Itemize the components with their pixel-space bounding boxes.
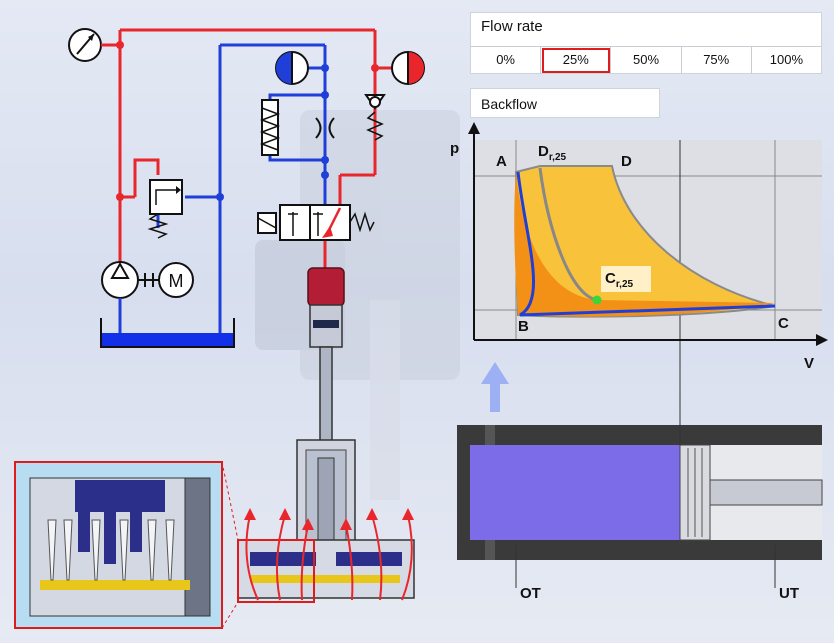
point-cr-label: Cr,25 [605, 270, 634, 290]
actuator-piston [307, 267, 345, 453]
injector-body [237, 439, 415, 603]
zoom-projection-lines [221, 461, 239, 629]
flow-rate-title: Flow rate [481, 18, 543, 35]
flow-option-25[interactable]: 25% [541, 47, 612, 74]
throttle-icon [315, 117, 335, 139]
airflow-arrows [245, 514, 413, 601]
low-pressure-accumulator-icon [275, 51, 309, 85]
pv-return-curve [516, 171, 776, 317]
directional-valve-icon [257, 204, 375, 241]
flow-rate-panel: Flow rate 0% 25% 50% 75% 100% [470, 12, 822, 74]
filter-element-icon [259, 99, 281, 156]
return-junctions [216, 64, 329, 201]
pressure-relief-valve-icon [147, 179, 183, 239]
ot-label: OT [520, 585, 541, 602]
cylinder: OT UT [457, 425, 823, 602]
pv-diagram: p V A B C D Dr,25 Cr,25 [450, 122, 828, 445]
cr-marker [592, 295, 602, 305]
point-a-label: A [496, 153, 507, 170]
background-machine [255, 110, 460, 500]
airflow-arrowheads [244, 508, 414, 530]
flow-option-100[interactable]: 100% [769, 52, 804, 67]
point-d-label: D [621, 153, 632, 170]
motor-letter: M [169, 271, 184, 291]
point-b-label: B [518, 318, 529, 335]
flow-option-50[interactable]: 50% [611, 47, 682, 74]
pv-reduced-cycle [514, 172, 775, 317]
zoom-source-frame [237, 539, 315, 603]
electric-motor-icon: M [158, 262, 194, 298]
flow-option-0[interactable]: 0% [471, 47, 542, 74]
pressure-gauge-icon [68, 28, 102, 62]
axis-v-label: V [804, 355, 814, 372]
ut-label: UT [779, 585, 799, 602]
point-c-label: C [778, 315, 789, 332]
flow-rate-options: 0% 25% 50% 75% 100% [471, 46, 821, 74]
high-pressure-accumulator-icon [391, 51, 425, 85]
axis-p-label: p [450, 140, 459, 157]
backflow-panel[interactable]: Backflow [470, 88, 660, 118]
hydraulic-tank [100, 318, 235, 348]
up-arrow-icon [481, 362, 509, 412]
pump-icon [101, 261, 139, 299]
pv-reduced-expansion [538, 167, 598, 302]
hydraulic-schematic: M [68, 28, 425, 453]
check-valve-icon [364, 94, 386, 141]
point-dr-label: Dr,25 [538, 143, 567, 163]
backflow-label: Backflow [481, 96, 538, 112]
valve-zoom-inset [14, 461, 223, 629]
flow-option-75[interactable]: 75% [682, 47, 752, 74]
shaft-coupling [138, 273, 160, 287]
pressure-junctions [116, 41, 379, 201]
